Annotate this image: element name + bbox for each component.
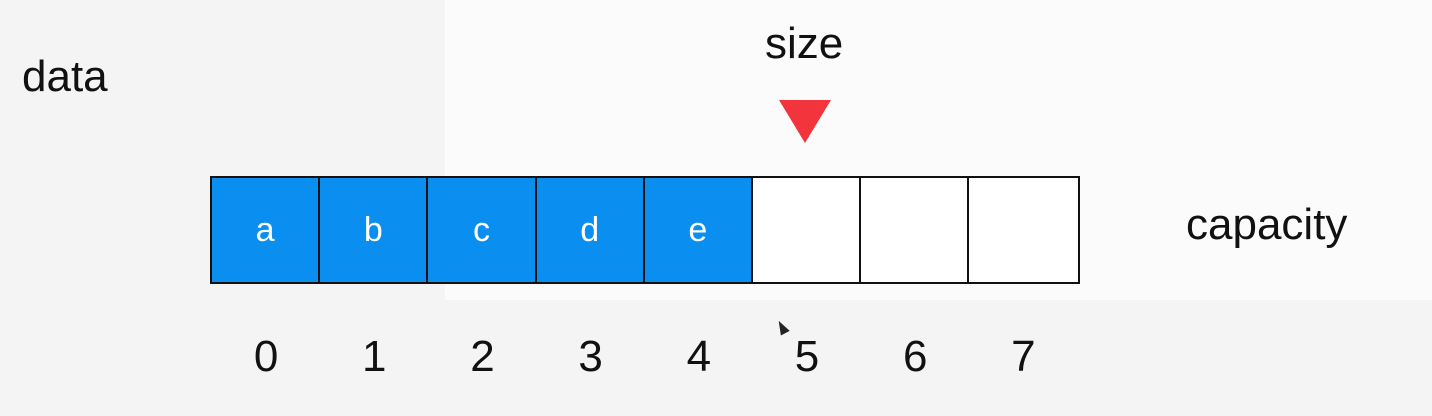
array-index-5: 5	[794, 332, 820, 381]
array-index-7: 7	[1011, 332, 1036, 381]
array-index-4: 4	[686, 332, 712, 381]
array-cell-5	[752, 178, 862, 282]
array-cell-0: a	[212, 178, 321, 282]
array-index-3: 3	[578, 332, 603, 381]
array-cell-6	[861, 178, 970, 282]
mouse-cursor-icon	[774, 318, 790, 336]
array-cell-1: b	[320, 178, 429, 282]
array-cell-3: d	[536, 178, 645, 282]
array-index-1: 1	[362, 332, 387, 381]
array-cells: a b c d e	[210, 176, 1080, 284]
array-index-0: 0	[253, 332, 279, 381]
array-indices: 0 1 2 3 4 5 6 7	[212, 335, 1078, 379]
array-cell-2: c	[428, 178, 537, 282]
array-index-6: 6	[902, 332, 928, 381]
size-label: size	[765, 19, 844, 68]
size-pointer-icon	[779, 100, 831, 143]
capacity-label: capacity	[1186, 200, 1348, 249]
array-cell-7	[969, 178, 1078, 282]
array-index-2: 2	[470, 332, 495, 381]
data-label: data	[22, 52, 108, 101]
array-cell-4: e	[644, 178, 753, 282]
